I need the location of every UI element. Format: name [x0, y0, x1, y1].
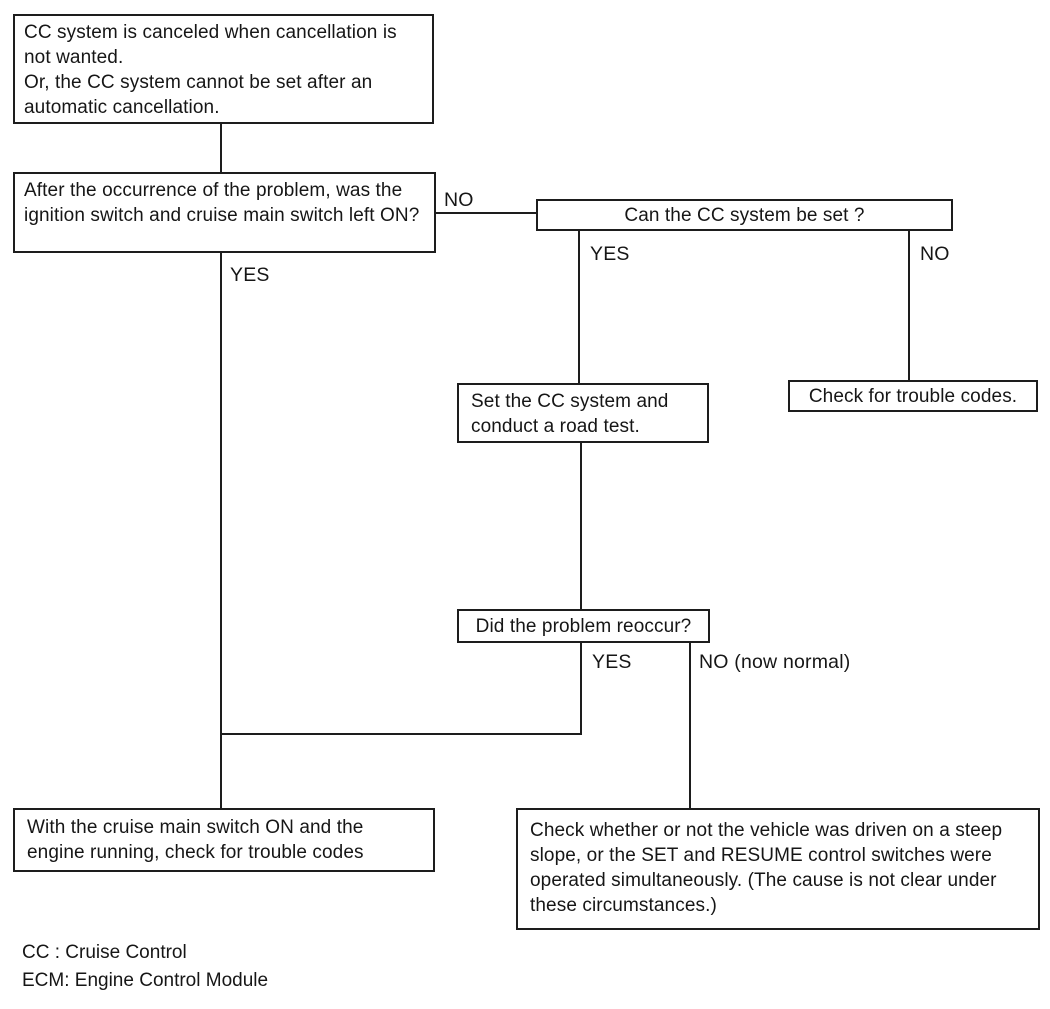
node-set-and-road-test: Set the CC system and conduct a road tes… [457, 383, 709, 443]
connector-roadtest-to-reoccur [580, 443, 582, 609]
node-question-ignition-left-on: After the occurrence of the problem, was… [13, 172, 436, 253]
connector-reoccur-yes [580, 643, 582, 735]
branch-label-can-set-yes: YES [590, 243, 630, 265]
node-main-switch-check-codes: With the cruise main switch ON and the e… [13, 808, 435, 872]
legend-ecm-abbreviation: ECM: Engine Control Module [22, 970, 269, 991]
connector-problem-to-ignition [220, 123, 222, 172]
connector-ignition-no [436, 212, 536, 214]
legend-cc-abbreviation: CC : Cruise Control [22, 942, 187, 963]
connector-ignition-yes [220, 253, 222, 808]
connector-canset-no [908, 231, 910, 380]
connector-merge-yes [220, 733, 582, 735]
node-question-problem-reoccur: Did the problem reoccur? [457, 609, 710, 643]
node-problem-statement: CC system is canceled when cancellation … [13, 14, 434, 124]
node-check-trouble-codes: Check for trouble codes. [788, 380, 1038, 412]
branch-label-reoccur-no: NO (now normal) [699, 651, 851, 673]
node-question-can-cc-be-set: Can the CC system be set ? [536, 199, 953, 231]
connector-reoccur-no [689, 643, 691, 808]
branch-label-ignition-yes: YES [230, 264, 270, 286]
branch-label-can-set-no: NO [920, 243, 950, 265]
connector-canset-yes [578, 231, 580, 383]
branch-label-ignition-no: NO [444, 189, 474, 211]
node-steep-slope-check: Check whether or not the vehicle was dri… [516, 808, 1040, 930]
branch-label-reoccur-yes: YES [592, 651, 632, 673]
